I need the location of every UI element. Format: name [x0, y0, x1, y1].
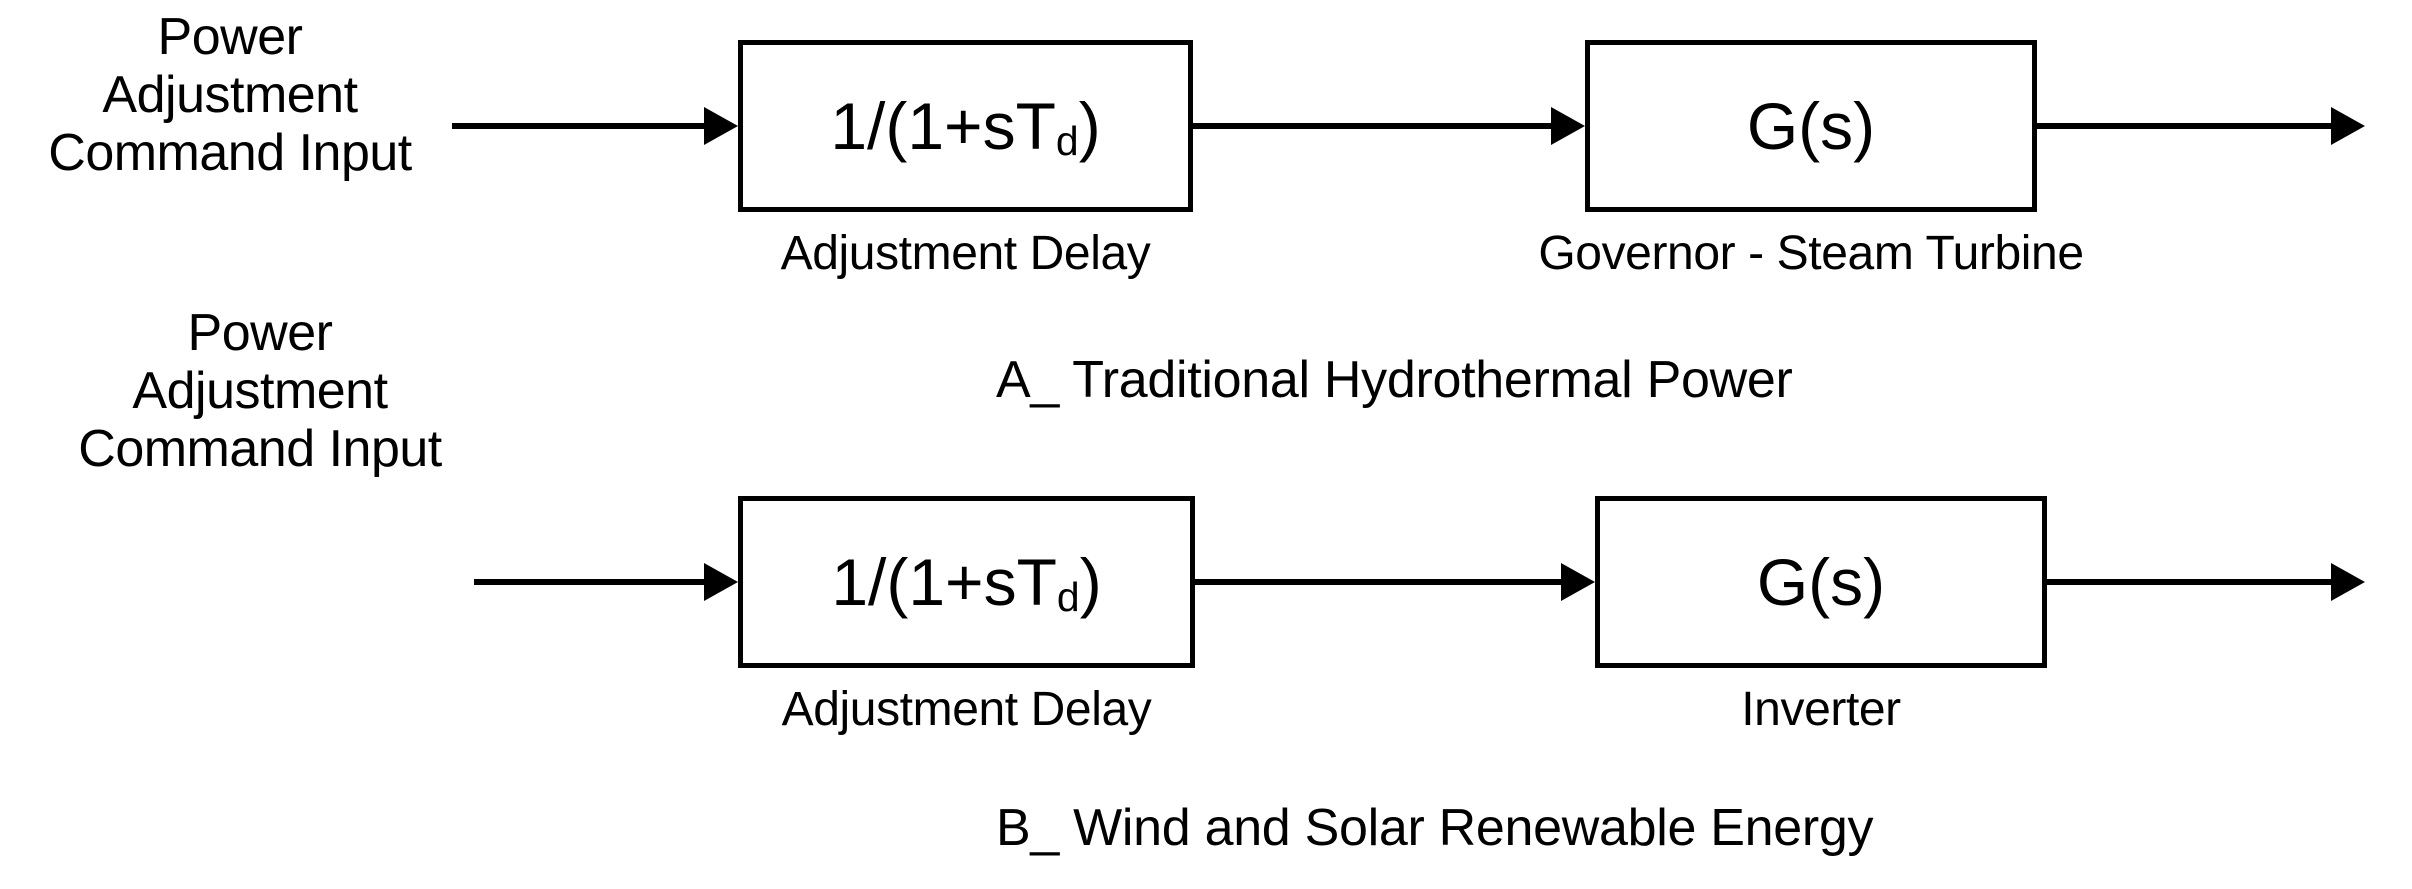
- arrowhead-icon: [704, 107, 738, 145]
- block-adjustment-delay-a: 1/(1+sTd): [738, 40, 1193, 212]
- arrowhead-icon: [704, 563, 738, 601]
- block-formula-plant-b: G(s): [1756, 545, 1886, 619]
- block-caption-inverter: Inverter: [1741, 683, 1901, 736]
- connector-shaft: [2037, 123, 2333, 129]
- arrowhead-icon: [2331, 563, 2365, 601]
- input-label-line-1: Power: [187, 304, 333, 362]
- block-formula-delay-b: 1/(1+sTd): [831, 545, 1102, 620]
- block-caption-governor-steam-turbine: Governor - Steam Turbine: [1538, 227, 2084, 280]
- block-inverter: G(s): [1595, 496, 2047, 668]
- block-caption-adjustment-delay-a: Adjustment Delay: [780, 227, 1151, 280]
- input-label-line-3: Command Input: [78, 420, 442, 479]
- arrowhead-icon: [1551, 107, 1585, 145]
- formula-subscript-d: d: [1056, 573, 1080, 620]
- input-label-line-3: Command Input: [48, 124, 412, 183]
- arrowhead-icon: [2331, 107, 2365, 145]
- connector-shaft: [1195, 579, 1563, 585]
- section-caption-b: B_ Wind and Solar Renewable Energy: [996, 799, 1874, 857]
- arrowhead-icon: [1561, 563, 1595, 601]
- block-caption-adjustment-delay-b: Adjustment Delay: [781, 683, 1152, 736]
- section-caption-a: A_ Traditional Hydrothermal Power: [996, 351, 1793, 409]
- input-label-line-2: Adjustment: [132, 362, 388, 421]
- block-formula-plant-a: G(s): [1746, 89, 1876, 163]
- connector-shaft: [474, 579, 706, 585]
- input-label-line-2: Adjustment: [102, 66, 358, 125]
- connector-shaft: [1193, 123, 1553, 129]
- formula-subscript-d: d: [1055, 117, 1079, 164]
- connector-shaft: [2047, 579, 2333, 585]
- input-label-line-1: Power: [157, 8, 303, 66]
- input-label-section-a: Power Adjustment Command Input: [10, 8, 450, 183]
- block-governor-steam-turbine: G(s): [1585, 40, 2037, 212]
- connector-shaft: [452, 123, 706, 129]
- input-label-section-b: Power Adjustment Command Input: [40, 304, 480, 479]
- block-formula-delay-a: 1/(1+sTd): [830, 89, 1101, 164]
- block-adjustment-delay-b: 1/(1+sTd): [738, 496, 1195, 668]
